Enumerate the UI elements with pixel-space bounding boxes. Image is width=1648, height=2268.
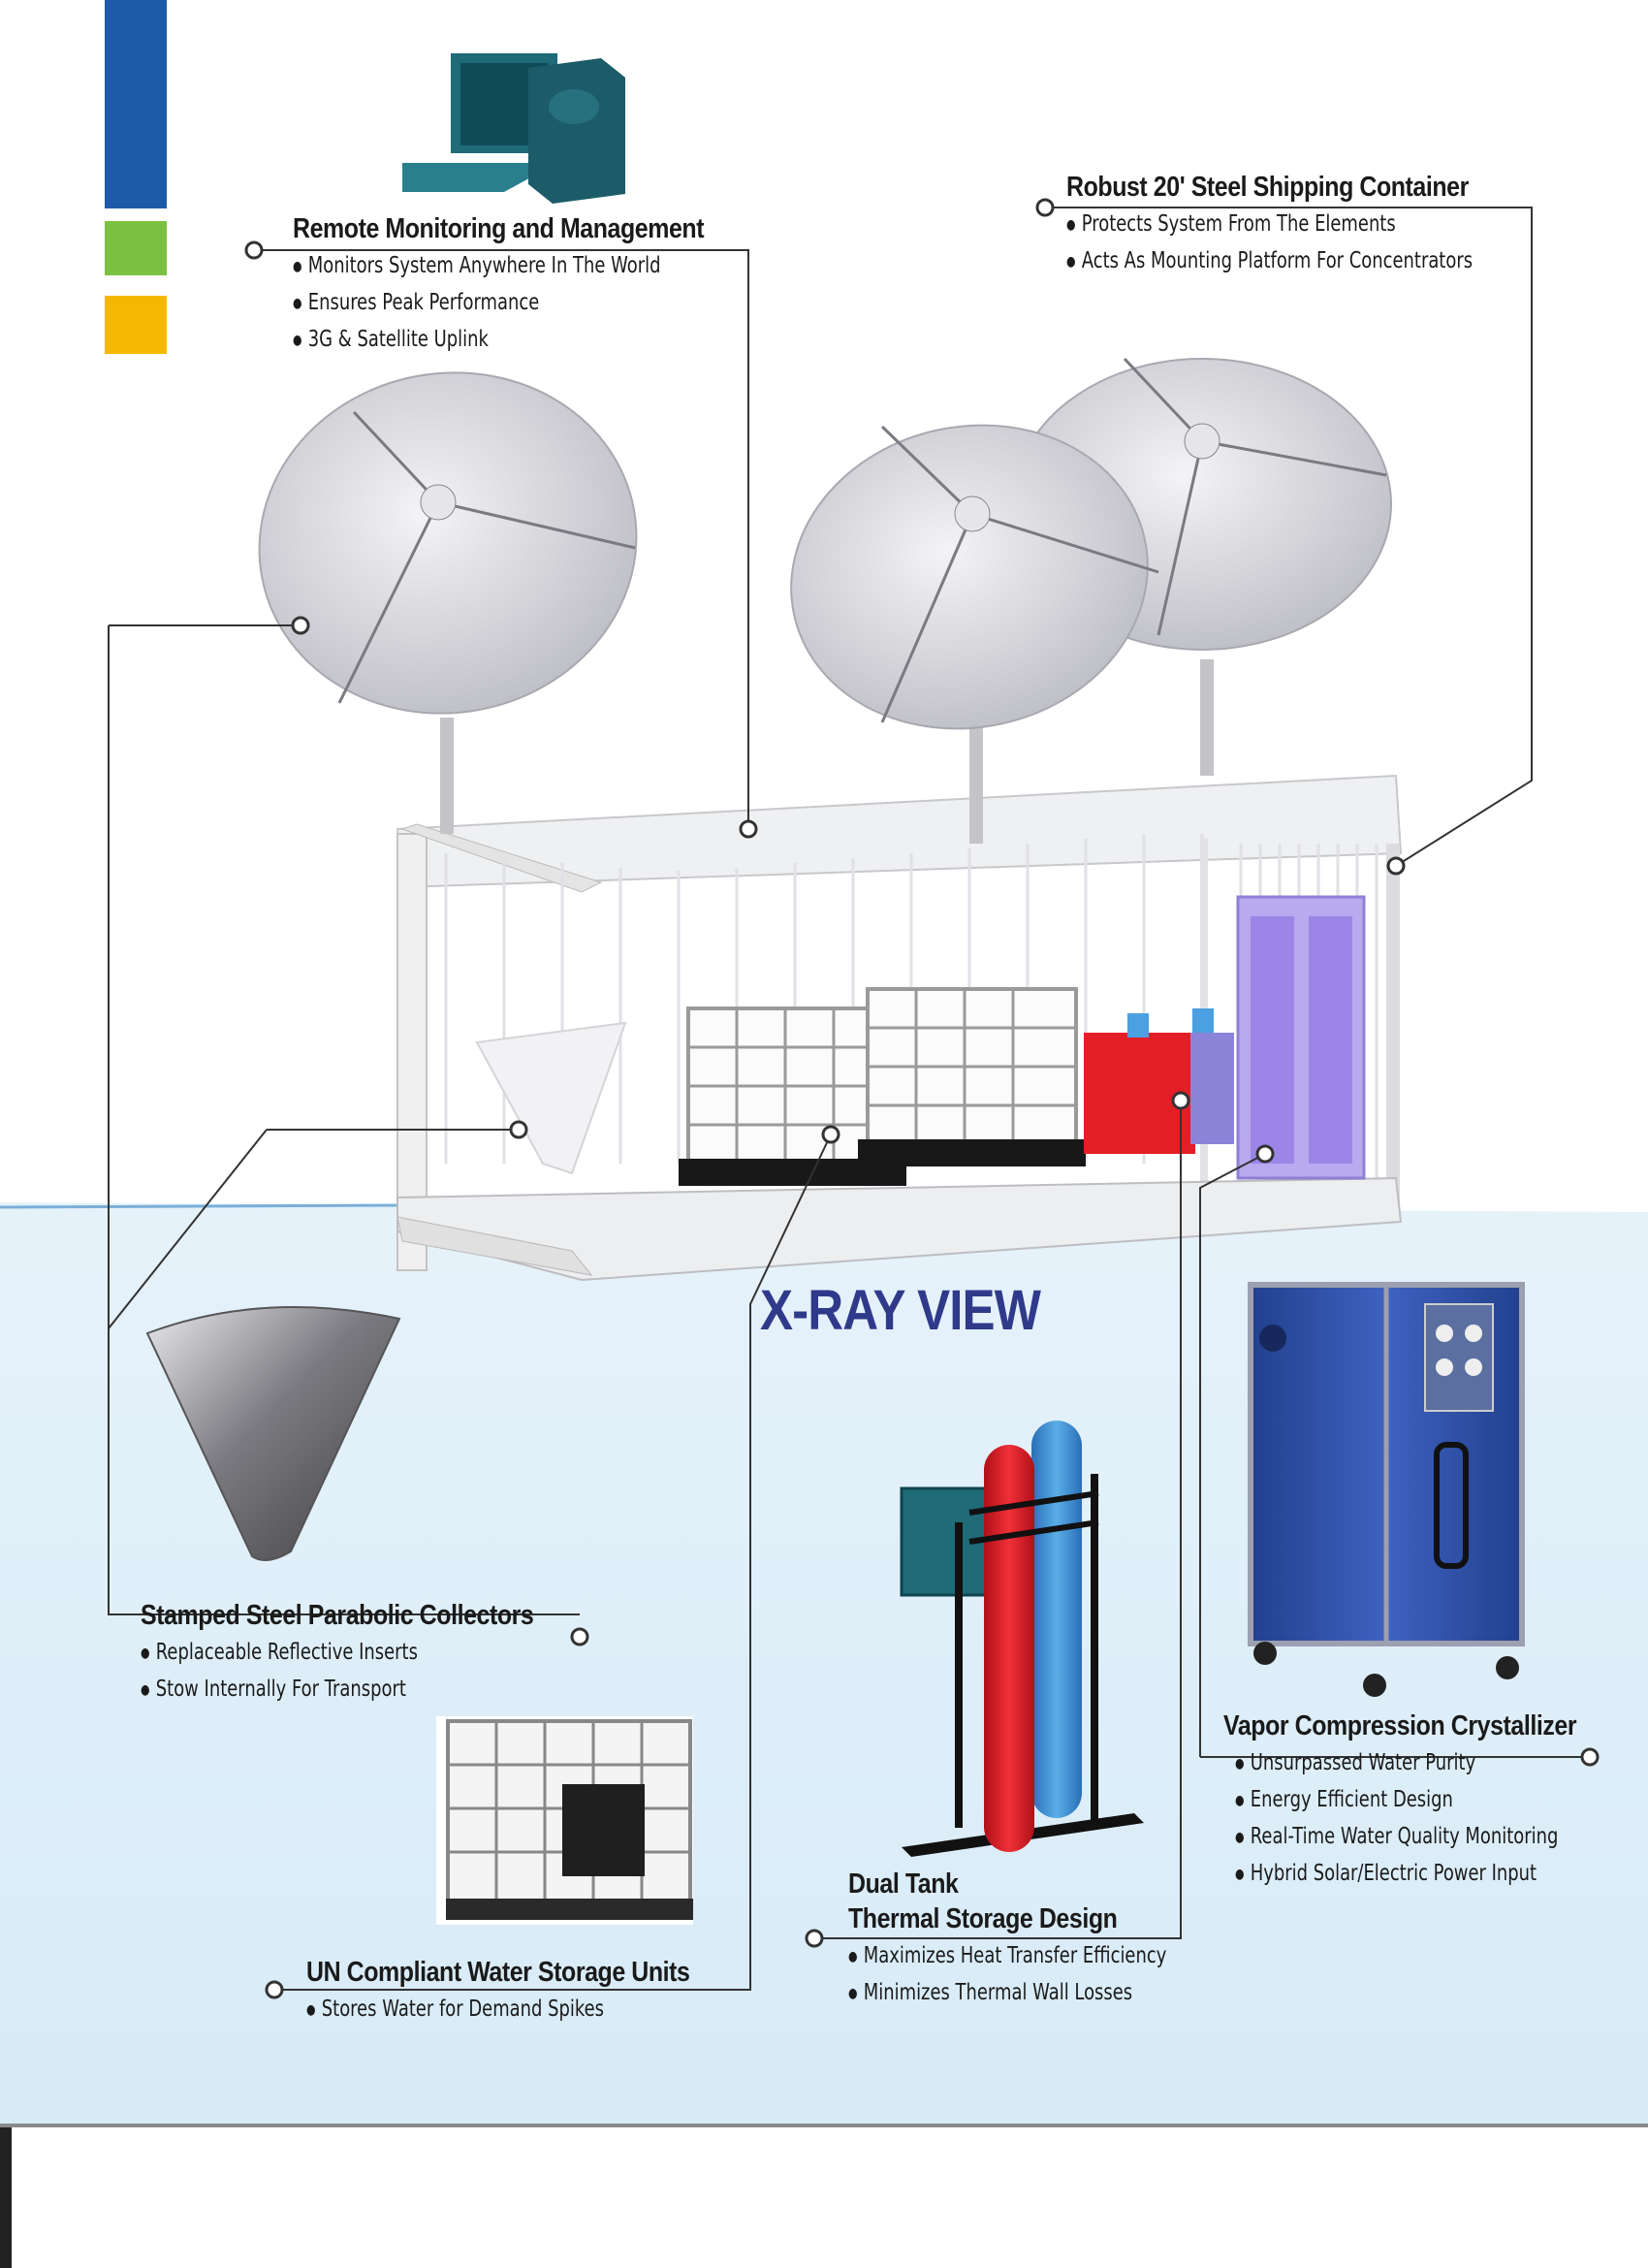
callout-title: Vapor Compression Crystallizer xyxy=(1223,1710,1577,1741)
parabolic-collector xyxy=(145,1306,401,1561)
bullet-item: Energy Efficient Design xyxy=(1235,1782,1558,1819)
bullet-item: Real-Time Water Quality Monitoring xyxy=(1235,1819,1559,1856)
bullet-item: Stores Water for Demand Spikes xyxy=(306,1992,654,2028)
satellite-dish-middle xyxy=(790,424,1159,844)
bullet-item: Protects System From The Elements xyxy=(1066,207,1473,243)
bullet-item: Replaceable Reflective Inserts xyxy=(141,1635,497,1672)
bullet-item: 3G & Satellite Uplink xyxy=(293,322,666,359)
lower-background xyxy=(0,1202,1648,2124)
callout-thermal-storage: Dual Tank Thermal Storage Design Maximiz… xyxy=(848,1867,1256,2012)
callout-title-line1: Dual Tank xyxy=(848,1869,959,1900)
callout-shipping-container: Robust 20' Steel Shipping Container Prot… xyxy=(1066,170,1587,280)
callout-title: Remote Monitoring and Management xyxy=(293,213,705,244)
callout-crystallizer: Vapor Compression Crystallizer Unsurpass… xyxy=(1223,1709,1648,1893)
leader-dots xyxy=(244,198,1600,1999)
callout-title: Stamped Steel Parabolic Collectors xyxy=(141,1600,534,1631)
computer-icon xyxy=(402,53,625,204)
bullet-item: Stow Internally For Transport xyxy=(141,1672,497,1709)
satellite-dish-left xyxy=(258,371,638,834)
bullet-item: Unsurpassed Water Purity xyxy=(1235,1745,1558,1782)
crystallizer-unit xyxy=(1248,1282,1525,1697)
thermal-tanks xyxy=(900,1421,1144,1857)
color-bar-green xyxy=(105,221,167,275)
bullet-item: Monitors System Anywhere In The World xyxy=(293,248,666,285)
color-bar-yellow xyxy=(105,296,167,354)
bullet-item: Hybrid Solar/Electric Power Input xyxy=(1235,1856,1558,1893)
ibc-tote-right xyxy=(858,987,1086,1166)
callout-title: Robust 20' Steel Shipping Container xyxy=(1066,172,1469,203)
bullet-item: Minimizes Thermal Wall Losses xyxy=(848,1975,1166,2012)
callout-title-line2: Thermal Storage Design xyxy=(848,1903,1118,1934)
callout-water-storage: UN Compliant Water Storage Units Stores … xyxy=(306,1955,752,2028)
ibc-tote-large xyxy=(436,1716,693,1925)
callout-parabolic-collectors: Stamped Steel Parabolic Collectors Repla… xyxy=(141,1598,597,1709)
leader-lines xyxy=(108,207,1590,1991)
bullet-item: Acts As Mounting Platform For Concentrat… xyxy=(1066,243,1473,280)
bullet-item: Ensures Peak Performance xyxy=(293,285,666,322)
color-bar-blue xyxy=(105,0,167,208)
xray-view-title: X-RAY VIEW xyxy=(760,1279,1041,1342)
callout-title: UN Compliant Water Storage Units xyxy=(306,1957,690,1988)
callout-remote-monitoring: Remote Monitoring and Management Monitor… xyxy=(293,211,771,359)
bullet-item: Maximizes Heat Transfer Efficiency xyxy=(848,1938,1167,1975)
